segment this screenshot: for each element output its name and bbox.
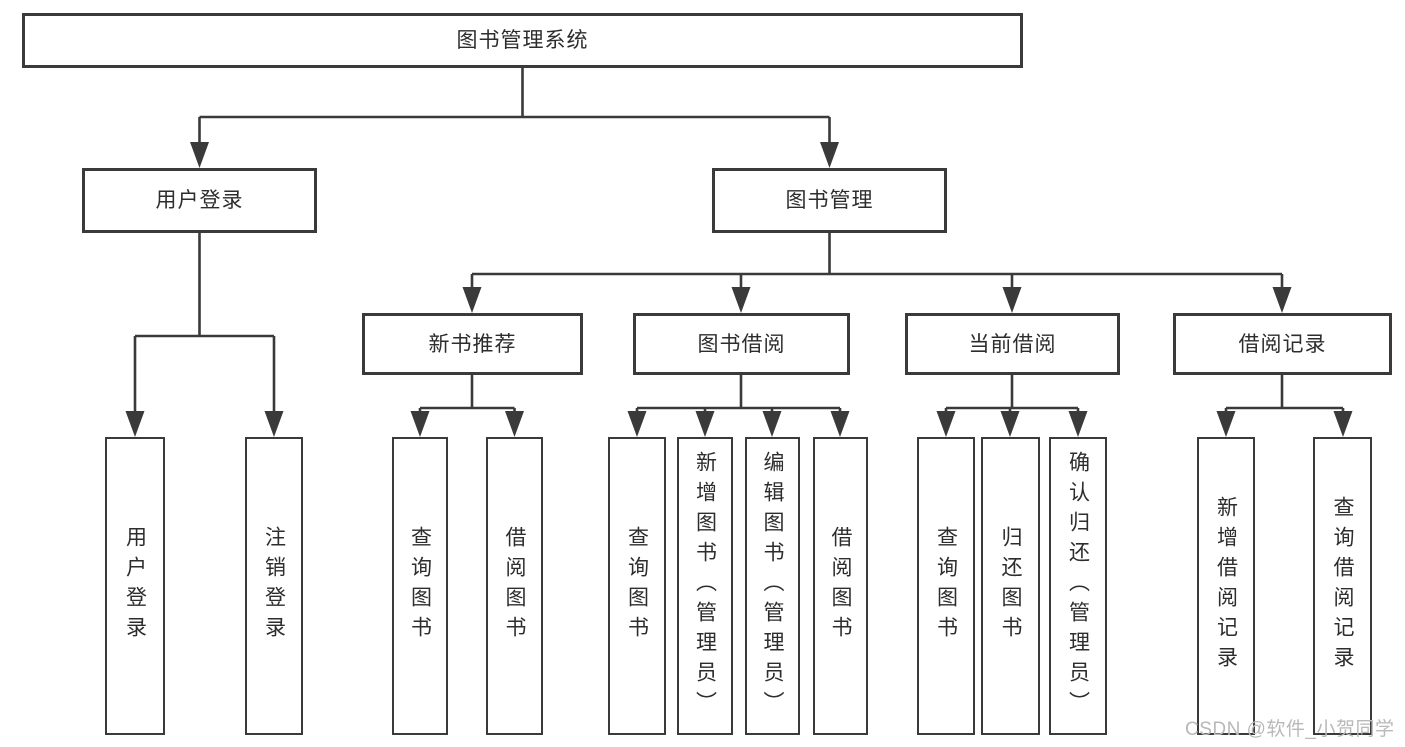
- leaf-user-login: 用户登录: [105, 437, 165, 735]
- node-book-borrowing: 图书借阅: [633, 313, 850, 375]
- node-user-login: 用户登录: [82, 168, 317, 233]
- leaf-borrow-books: 借阅图书: [486, 437, 543, 735]
- leaf-edit-book-admin: 编辑图书（管理员）: [745, 437, 800, 735]
- node-book-management: 图书管理: [712, 168, 947, 233]
- leaf-add-book-admin: 新增图书（管理员）: [677, 437, 733, 735]
- leaf-add-borrow-record: 新增借阅记录: [1197, 437, 1255, 735]
- leaf-return-books: 归还图书: [981, 437, 1040, 735]
- node-current-borrowing: 当前借阅: [905, 313, 1120, 375]
- leaf-logout: 注销登录: [245, 437, 303, 735]
- leaf-borrow-books: 借阅图书: [813, 437, 868, 735]
- csdn-watermark: CSDN @软件_小贺同学: [1185, 719, 1395, 740]
- leaf-query-books: 查询图书: [917, 437, 975, 735]
- leaf-query-books: 查询图书: [608, 437, 666, 735]
- node-library-management-system: 图书管理系统: [22, 13, 1023, 68]
- leaf-query-borrow-record: 查询借阅记录: [1313, 437, 1372, 735]
- leaf-query-books: 查询图书: [392, 437, 448, 735]
- node-new-book-recommendation: 新书推荐: [362, 313, 583, 375]
- node-borrowing-records: 借阅记录: [1173, 313, 1392, 375]
- leaf-confirm-return-admin: 确认归还（管理员）: [1049, 437, 1107, 735]
